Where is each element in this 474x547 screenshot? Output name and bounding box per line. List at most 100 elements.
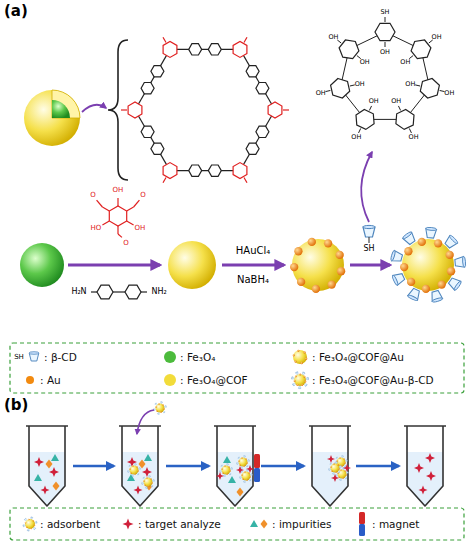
tp-ring bbox=[268, 102, 282, 118]
hydroxyl-bond bbox=[398, 106, 400, 111]
au-particle bbox=[244, 471, 246, 473]
cyclodextrin-cone bbox=[339, 478, 341, 480]
atom-label: SH bbox=[363, 245, 374, 253]
cone-body bbox=[152, 479, 154, 481]
tp-ring bbox=[233, 41, 247, 57]
step-arrow bbox=[261, 465, 304, 468]
cyclodextrin-cone bbox=[143, 477, 146, 480]
au-particle bbox=[162, 404, 164, 406]
cone-rim bbox=[298, 387, 301, 389]
glucose-unit bbox=[339, 40, 359, 59]
atom-label: OH bbox=[444, 89, 454, 96]
au-particle bbox=[246, 479, 248, 481]
cyclodextrin-cone bbox=[160, 401, 162, 403]
cone-body bbox=[35, 521, 37, 523]
cone-body bbox=[338, 471, 340, 473]
cone-body bbox=[226, 464, 228, 466]
cyclodextrin-cone bbox=[344, 465, 347, 468]
atom-label: NH₂ bbox=[151, 288, 166, 296]
cone-rim bbox=[342, 455, 344, 457]
cyclodextrin-cone bbox=[292, 383, 295, 386]
au-particle bbox=[143, 480, 145, 482]
cone-rim bbox=[131, 475, 133, 477]
cone-rim bbox=[291, 377, 292, 380]
cyclodextrin-cone bbox=[236, 462, 238, 464]
cone-body bbox=[160, 402, 162, 404]
cone-rim bbox=[462, 256, 466, 267]
cyclodextrin-cone bbox=[164, 405, 166, 407]
au-particle bbox=[294, 360, 296, 362]
cyclodextrin-cone bbox=[238, 457, 241, 460]
glucose-unit bbox=[420, 79, 439, 99]
cone-rim bbox=[247, 469, 249, 471]
hydroxyl-bond bbox=[337, 40, 341, 43]
cone-body bbox=[137, 473, 139, 475]
cyclodextrin-cone bbox=[247, 459, 249, 461]
monomer-bond bbox=[102, 221, 109, 225]
cone-rim bbox=[141, 483, 143, 485]
target-analyte bbox=[134, 486, 143, 495]
cone-body bbox=[138, 467, 140, 469]
fe3o4-cof-sphere bbox=[242, 472, 251, 481]
cone-body bbox=[345, 459, 347, 461]
au-particle bbox=[295, 375, 297, 377]
au-particle bbox=[339, 457, 341, 459]
atom-label: OH bbox=[360, 59, 370, 66]
cone-body bbox=[339, 465, 341, 467]
cone-body bbox=[230, 467, 232, 469]
au-particle bbox=[303, 376, 305, 378]
cone-rim bbox=[143, 477, 145, 479]
cone-rim bbox=[165, 405, 167, 407]
cyclodextrin-cone bbox=[141, 482, 143, 484]
legend-box bbox=[10, 508, 464, 540]
atom-label: OH bbox=[355, 81, 365, 88]
au-particle bbox=[422, 285, 430, 293]
hydroxyl-stub bbox=[121, 109, 127, 110]
legend-text: : Fe₃O₄ bbox=[180, 352, 215, 363]
centrifuge-tube bbox=[217, 426, 253, 506]
hydroxyl-stub bbox=[283, 109, 289, 110]
glucose-unit bbox=[356, 110, 374, 130]
cone-rim bbox=[157, 413, 159, 415]
legend-text: : Fe₃O₄@COF@Au bbox=[312, 352, 404, 363]
atom-label: OH bbox=[432, 34, 442, 41]
au-particle bbox=[239, 464, 241, 466]
hydroxyl-bond bbox=[415, 85, 420, 86]
au-particle bbox=[301, 362, 303, 364]
impurity-triangle bbox=[250, 520, 258, 527]
biphenyl-ring bbox=[151, 143, 164, 154]
impurity-triangle bbox=[127, 474, 135, 481]
au-particle bbox=[297, 350, 299, 352]
benzidine-bond bbox=[113, 291, 125, 292]
au-particle bbox=[312, 285, 320, 293]
cone-rim bbox=[24, 518, 26, 520]
tube-rim bbox=[309, 425, 351, 427]
cone-body bbox=[335, 462, 337, 464]
cone-body bbox=[249, 479, 251, 481]
cyclodextrin-cone bbox=[341, 455, 343, 457]
cone-body bbox=[143, 477, 145, 479]
panel-label: (b) bbox=[4, 398, 28, 413]
cyclodextrin-cone bbox=[241, 471, 244, 474]
hydroxyl-stub bbox=[244, 37, 247, 42]
biphenyl-ring bbox=[141, 83, 154, 94]
target-analyte bbox=[327, 455, 335, 463]
cyclodextrin-cone bbox=[155, 403, 158, 406]
cone-body bbox=[238, 457, 240, 459]
glucose-unit bbox=[331, 79, 350, 99]
impurity-triangle bbox=[223, 456, 231, 463]
liquid bbox=[29, 452, 65, 506]
legend-text: : Fe₃O₄@COF bbox=[180, 375, 248, 386]
target-analyte bbox=[216, 472, 224, 480]
au-particle bbox=[245, 458, 247, 460]
cyclodextrin-cone bbox=[250, 473, 252, 475]
cyclodextrin-cone bbox=[302, 372, 305, 375]
au-particle bbox=[294, 247, 302, 255]
cyclodextrin-cone bbox=[330, 463, 333, 466]
cone-body bbox=[293, 383, 296, 386]
core-shell-sphere bbox=[24, 90, 80, 146]
atom-label: OH bbox=[405, 81, 415, 88]
cone-rim bbox=[239, 477, 241, 479]
cone-body bbox=[345, 477, 347, 479]
cyclodextrin-cone bbox=[243, 480, 245, 482]
